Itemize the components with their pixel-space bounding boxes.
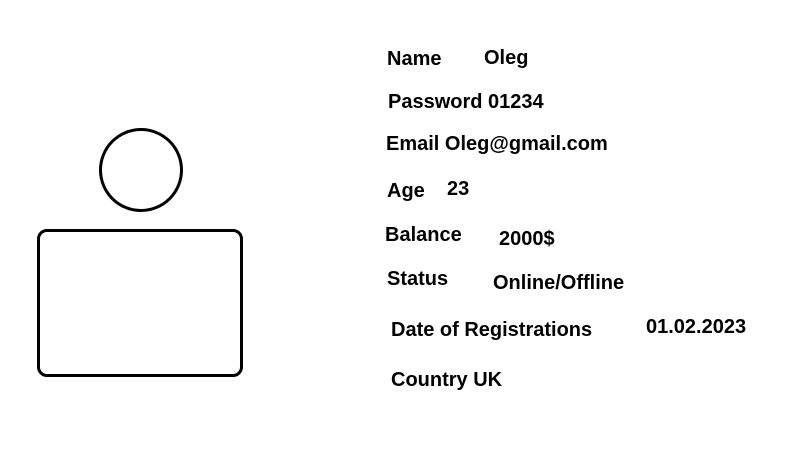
- name-label: Name: [387, 48, 442, 70]
- balance-value: 2000$: [499, 228, 555, 250]
- age-label: Age: [387, 180, 425, 202]
- country-text: Country UK: [391, 369, 503, 391]
- email-text: Email Oleg@gmail.com: [386, 133, 608, 155]
- status-label: Status: [387, 268, 449, 290]
- password-text: Password 01234: [388, 91, 544, 113]
- name-value: Oleg: [484, 47, 529, 69]
- registration-label: Date of Registrations: [391, 319, 593, 341]
- status-value: Online/Offline: [493, 272, 625, 294]
- age-value: 23: [447, 178, 470, 200]
- balance-label: Balance: [385, 224, 462, 246]
- registration-value: 01.02.2023: [646, 316, 747, 338]
- avatar-body: [37, 229, 243, 377]
- avatar-head: [99, 128, 183, 212]
